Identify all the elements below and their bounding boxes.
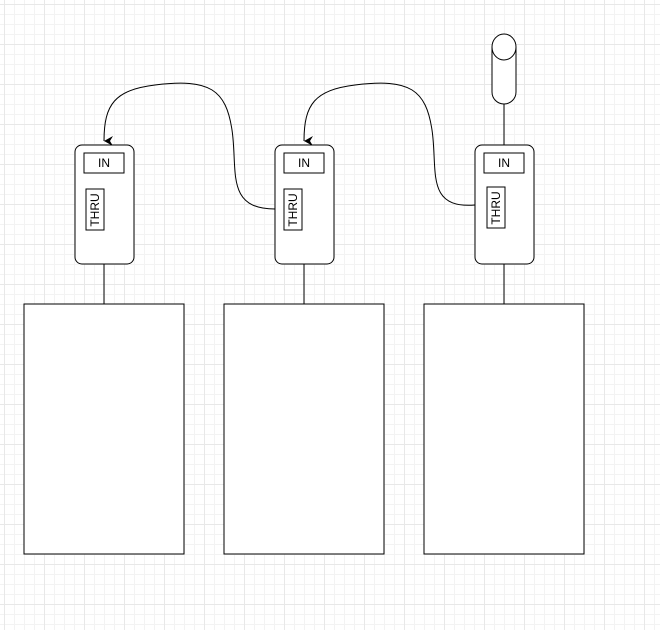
in-port-box-2 — [283, 152, 325, 174]
connector-curve-3-to-2 — [303, 82, 476, 206]
panel-2 — [223, 303, 385, 555]
thru-port-label-2: THRU — [286, 193, 300, 226]
device-unit-2[interactable]: IN THRU — [274, 144, 335, 265]
in-port-box-3 — [483, 152, 525, 174]
in-port-label-2: IN — [298, 156, 310, 170]
panel-1 — [23, 303, 185, 555]
panel-3 — [423, 303, 585, 555]
in-port-label-1: IN — [98, 156, 110, 170]
thru-port-box-2 — [283, 188, 303, 231]
in-port-label-3: IN — [498, 156, 510, 170]
terminator-cylinder — [491, 33, 517, 105]
thru-port-label-1: THRU — [88, 193, 102, 226]
in-port-box-1 — [83, 152, 125, 174]
thru-port-box-1 — [85, 188, 105, 231]
thru-port-label-3: THRU — [489, 191, 503, 224]
thru-port-box-3 — [486, 186, 506, 229]
device-unit-3[interactable]: IN THRU — [474, 144, 535, 265]
connector-curve-2-to-1 — [103, 82, 276, 210]
device-unit-1[interactable]: IN THRU — [74, 144, 135, 265]
